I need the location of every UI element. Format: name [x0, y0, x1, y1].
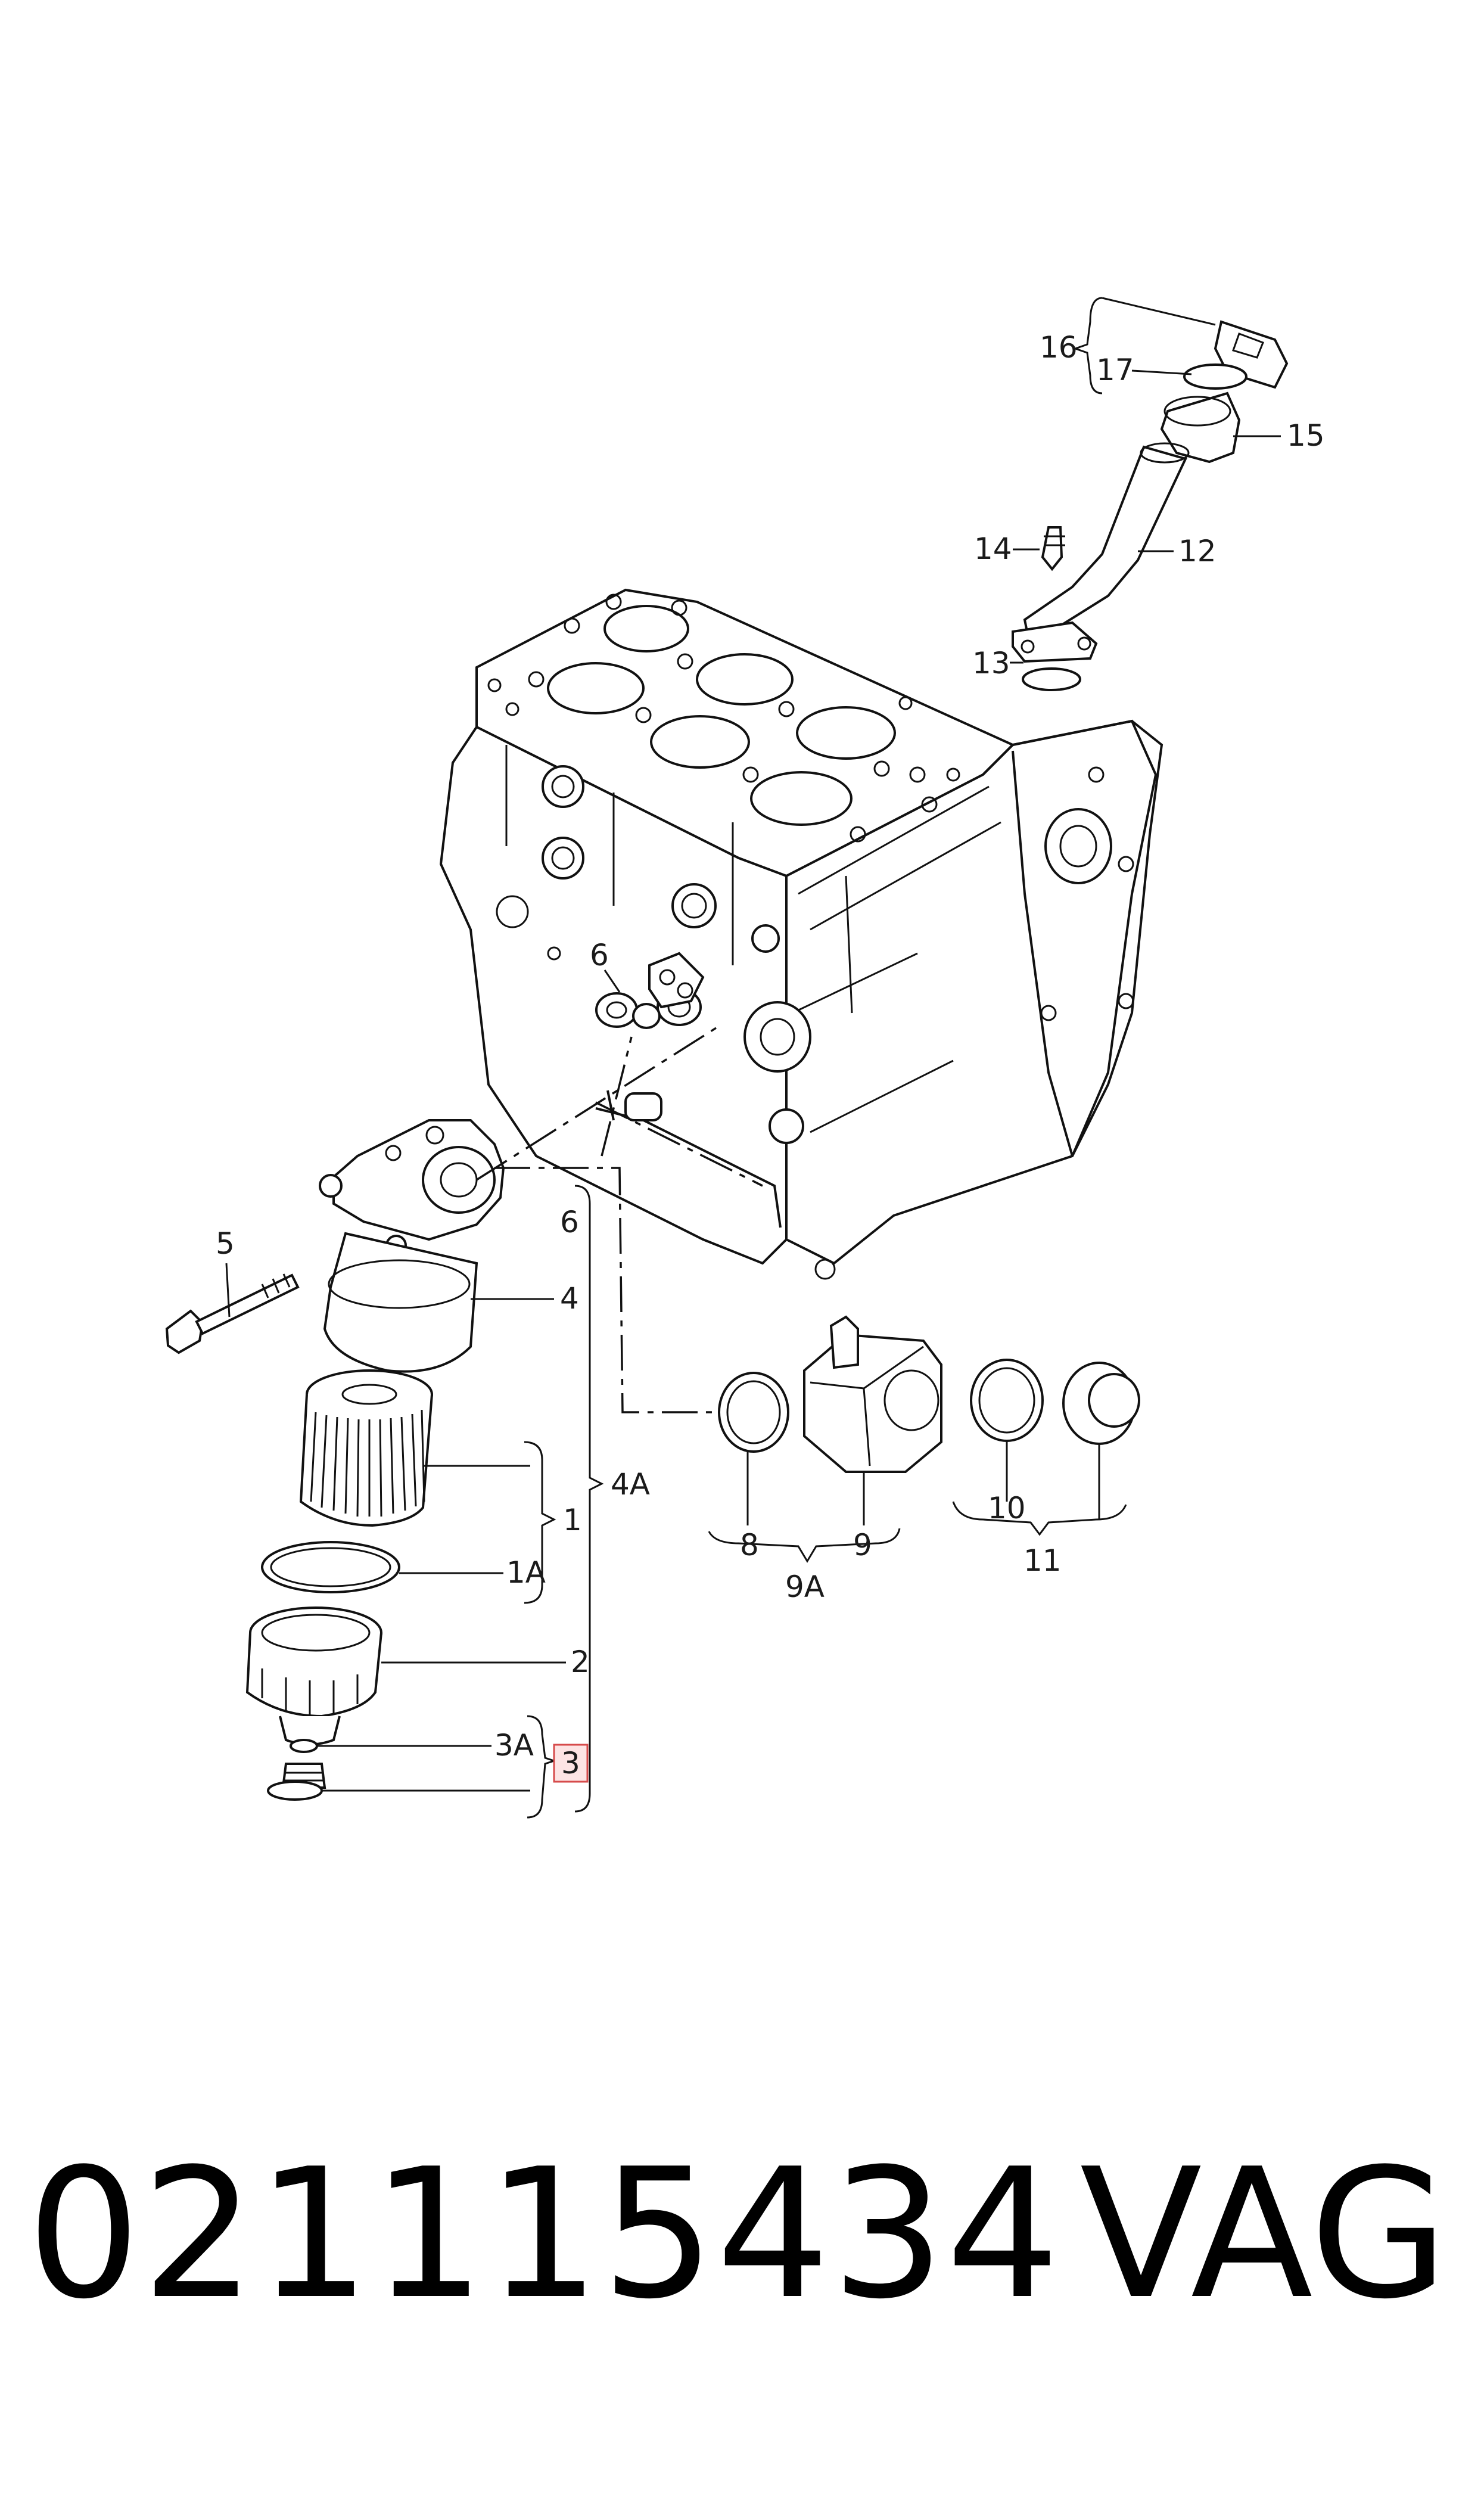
oil-filter-housing — [165, 1119, 505, 1373]
callout-14[interactable]: 14 — [974, 532, 1012, 566]
callout-1[interactable]: 1 — [563, 1503, 582, 1537]
parts-diagram: 16 17 15 14 12 13 6 5 6 4 1 4A 1A 2 3A 3… — [165, 297, 1325, 1819]
callout-16[interactable]: 16 — [1040, 330, 1078, 365]
filter-element-group — [245, 1369, 433, 1801]
callout-11[interactable]: 11 — [1023, 1543, 1062, 1578]
callout-12[interactable]: 12 — [1178, 534, 1217, 568]
callout-labels: 16 17 15 14 12 13 6 5 6 4 1 4A 1A 2 3A 3… — [216, 330, 1325, 1780]
callout-9[interactable]: 9 — [853, 1528, 872, 1562]
callout-9a[interactable]: 9A — [785, 1570, 825, 1604]
deck-bolt-holes — [487, 593, 960, 843]
callout-3a[interactable]: 3A — [494, 1728, 534, 1763]
callout-17[interactable]: 17 — [1096, 353, 1134, 387]
engine-block — [439, 588, 1163, 1280]
callout-5[interactable]: 5 — [216, 1226, 235, 1261]
callout-6-lower[interactable]: 6 — [560, 1205, 579, 1239]
callout-1a[interactable]: 1A — [506, 1555, 546, 1590]
filter-pleats — [310, 1409, 425, 1517]
part-number: 021115434 — [27, 2130, 1061, 2338]
oil-filler-assembly — [1012, 320, 1289, 691]
callout-2[interactable]: 2 — [571, 1645, 590, 1679]
callout-6-upper[interactable]: 6 — [590, 938, 609, 972]
seal-6-group — [595, 952, 705, 1029]
callout-4a[interactable]: 4A — [611, 1467, 650, 1502]
callout-13[interactable]: 13 — [972, 646, 1010, 680]
brand-name: VAG — [1079, 2130, 1448, 2338]
callout-8[interactable]: 8 — [740, 1528, 759, 1562]
footer: 021115434 VAG — [0, 2133, 1484, 2372]
callout-10[interactable]: 10 — [988, 1491, 1026, 1525]
callout-3[interactable]: 3 — [561, 1746, 580, 1780]
leader-lines — [225, 297, 1281, 1819]
highlighted-callout-box — [553, 1744, 589, 1783]
callout-4[interactable]: 4 — [560, 1281, 579, 1316]
oil-cooler-group — [718, 1315, 1140, 1473]
callout-15[interactable]: 15 — [1287, 418, 1325, 453]
